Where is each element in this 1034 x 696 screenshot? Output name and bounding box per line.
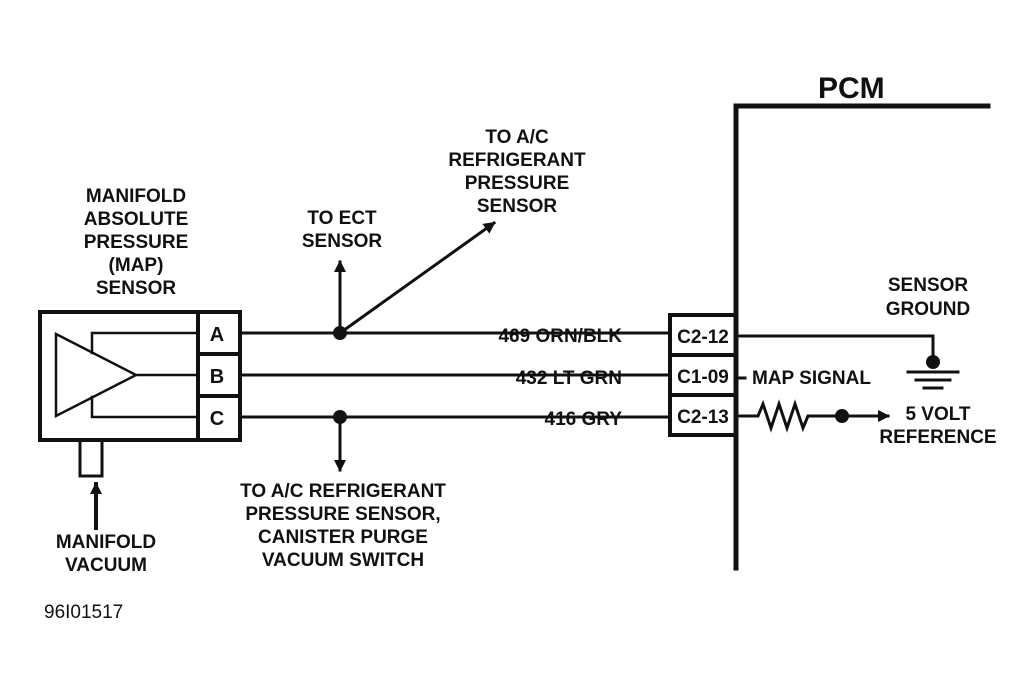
- ground-node: [926, 355, 940, 369]
- reference-label-line-1: 5 VOLT: [905, 404, 970, 425]
- ac-bottom-label-line-1: TO A/C REFRIGERANT: [240, 481, 446, 502]
- vacuum-label-line-2: VACUUM: [65, 555, 147, 576]
- vacuum-port: [78, 438, 104, 478]
- ground-wire: [734, 334, 935, 364]
- ac-top-label-line-2: REFRIGERANT: [448, 150, 586, 171]
- pin-a-label: A: [210, 324, 224, 346]
- ac-top-label-line-1: TO A/C: [485, 127, 549, 148]
- map-label-line-5: SENSOR: [96, 278, 177, 299]
- ac-bottom-label-line-2: PRESSURE SENSOR,: [245, 504, 440, 525]
- connector-c1-09: C1-09: [677, 367, 729, 388]
- map-label-line-2: ABSOLUTE: [84, 209, 189, 230]
- pullup-resistor: [734, 399, 844, 433]
- pcm-title: PCM: [818, 72, 885, 105]
- pin-c-label: C: [210, 408, 224, 430]
- map-sensor-label: MANIFOLD ABSOLUTE PRESSURE (MAP) SENSOR: [84, 186, 189, 299]
- pin-b-label: B: [210, 366, 224, 388]
- wire-469-label: 469 ORN/BLK: [498, 326, 622, 347]
- wire-416-label: 416 GRY: [545, 409, 623, 430]
- map-label-line-4: (MAP): [109, 255, 164, 276]
- map-signal-label: MAP SIGNAL: [752, 368, 871, 389]
- sensor-ground-label-line-2: GROUND: [886, 299, 970, 320]
- connector-c2-13: C2-13: [677, 407, 729, 428]
- ac-bottom-label-line-3: CANISTER PURGE: [258, 527, 428, 548]
- ac-top-branch-arrow: [337, 220, 497, 336]
- wire-432-label: 432 LT GRN: [516, 368, 622, 389]
- reference-label-line-2: REFERENCE: [879, 427, 996, 448]
- amplifier-symbol: [54, 331, 139, 419]
- pcm-connector: C2-12 C1-09 C2-13: [668, 313, 738, 437]
- ac-top-label-line-4: SENSOR: [477, 196, 558, 217]
- map-label-line-3: PRESSURE: [84, 232, 189, 253]
- figure-id: 96I01517: [44, 602, 123, 623]
- map-sensor: A B C: [38, 310, 242, 478]
- ect-label-line-1: TO ECT: [307, 208, 377, 229]
- ect-label-line-2: SENSOR: [302, 231, 383, 252]
- ac-top-label-line-3: PRESSURE: [465, 173, 570, 194]
- sensor-ground-label-line-1: SENSOR: [888, 275, 969, 296]
- ac-bottom-label-line-4: VACUUM SWITCH: [262, 550, 424, 571]
- connector-c2-12: C2-12: [677, 327, 729, 348]
- map-label-line-1: MANIFOLD: [86, 186, 186, 207]
- vacuum-label-line-1: MANIFOLD: [56, 532, 156, 553]
